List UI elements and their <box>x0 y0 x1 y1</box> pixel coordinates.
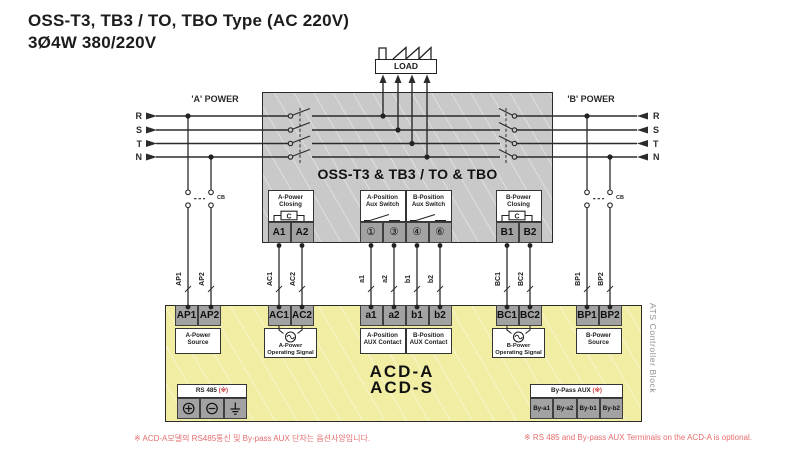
wire-label-ap2: AP2 <box>199 272 206 286</box>
terminal-aux-a1: a1 <box>359 305 383 326</box>
terminal-3: ③ <box>382 222 406 243</box>
phase-label-a-t: T <box>136 138 143 149</box>
phase-label-b-s: S <box>653 125 660 135</box>
terminal-a1: A1 <box>267 222 291 243</box>
title-line1: OSS-T3, TB3 / TO, TBO Type (AC 220V) <box>28 11 350 30</box>
b-power-closing-label: B-Power Closing <box>505 194 532 209</box>
terminal-ac1: AC1 <box>267 305 291 326</box>
wire-label-a2: a2 <box>382 275 389 283</box>
b-power-operating-signal-label: B-Power Operating Signal <box>495 343 542 356</box>
bypass-option-mark: (※) <box>592 387 602 394</box>
terminal-bp1: BP1 <box>575 305 599 326</box>
rs485-earth-ground-terminal <box>223 398 247 419</box>
a-power-source-box: A-Power Source <box>175 328 221 354</box>
terminal-ac2: AC2 <box>290 305 314 326</box>
terminal-bp2: BP2 <box>598 305 622 326</box>
wire-end-dots <box>185 243 613 310</box>
wire-label-bp2: BP2 <box>598 272 605 286</box>
terminal-b1: B1 <box>495 222 519 243</box>
wire-label-a1: a1 <box>359 275 366 283</box>
b-position-aux-contact-box: B-Position AUX Contact <box>405 328 452 354</box>
a-position-aux-switch-label: A-Position Aux Switch <box>365 194 400 209</box>
terminal-by-b1: By-b1 <box>576 398 600 419</box>
phase-label-b-r: R <box>653 111 660 121</box>
phase-label-a-s: S <box>135 125 142 135</box>
controller-model-line2: ACD-S <box>370 377 434 397</box>
wire-label-ticks <box>184 285 614 293</box>
wire-label-ac1: AC1 <box>267 272 274 287</box>
terminal-aux-b1: b1 <box>405 305 429 326</box>
phase-label-a-n: N <box>135 152 143 162</box>
terminal-6: ⑥ <box>428 222 452 243</box>
terminal-bc2: BC2 <box>518 305 542 326</box>
title-line2: 3Ø4W 380/220V <box>28 33 157 52</box>
a-position-aux-contact-label: A-Position AUX Contact <box>363 332 402 347</box>
terminal-aux-a2: a2 <box>382 305 406 326</box>
terminal-ap1: AP1 <box>175 305 198 326</box>
factory-icon <box>378 45 432 60</box>
terminal-4: ④ <box>405 222 429 243</box>
rs485-label: RS 485 <box>195 387 217 394</box>
terminal-by-a2: By-a2 <box>553 398 577 419</box>
a-power-label: 'A' POWER <box>191 94 239 104</box>
wire-label-bp1: BP1 <box>575 272 582 286</box>
wire-label-b2: b2 <box>428 274 435 284</box>
cb-breaker-a <box>185 189 214 209</box>
terminal-1: ① <box>359 222 383 243</box>
load-box: LOAD <box>375 59 437 74</box>
load-arrows <box>379 74 431 83</box>
b-power-closing-box: B-Power Closing <box>495 190 542 222</box>
page-title: OSS-T3, TB3 / TO, TBO Type (AC 220V) 3Ø4… <box>28 10 349 54</box>
rs485-label-box: RS 485 (※) <box>177 384 247 398</box>
wire-label-bc2: BC2 <box>518 272 525 287</box>
a-position-aux-contact-box: A-Position AUX Contact <box>359 328 406 354</box>
phase-label-a-r: R <box>135 111 143 121</box>
note-korean: ※ ACD-A모델의 RS485통신 및 By-pass AUX 단자는 옵션사… <box>134 434 371 443</box>
a-power-operating-signal-label: A-Power Operating Signal <box>267 343 314 356</box>
rs485-minus-terminal <box>200 398 224 419</box>
phase-label-b-t: T <box>653 138 659 149</box>
b-power-operating-signal-box: B-Power Operating Signal <box>492 328 545 358</box>
b-power-label: 'B' POWER <box>567 94 615 104</box>
ats-controller-side-label: ATS Controller Block <box>648 303 658 394</box>
cb-label-a: CB <box>217 195 225 201</box>
b-power-source-label: B-Power Source <box>585 332 612 347</box>
terminal-bc1: BC1 <box>495 305 519 326</box>
cb-label-b: CB <box>616 195 624 201</box>
terminal-aux-b2: b2 <box>428 305 452 326</box>
note-english: ※ RS 485 and By-pass AUX Terminals on th… <box>524 433 753 442</box>
rs485-plus-terminal <box>177 398 201 419</box>
rs485-option-mark: (※) <box>218 387 229 394</box>
controller-model: ACD-A ACD-S <box>302 362 502 397</box>
wire-label-b1: b1 <box>405 274 412 284</box>
phase-label-b-n: N <box>653 152 660 162</box>
b-position-aux-switch-label: B-Position Aux Switch <box>411 194 446 209</box>
a-position-aux-switch-box: A-Position Aux Switch <box>359 190 406 222</box>
b-position-aux-contact-label: B-Position AUX Contact <box>409 332 448 347</box>
bypass-label: By-Pass AUX <box>551 387 591 394</box>
terminal-a2: A2 <box>290 222 314 243</box>
transfer-switch-title: OSS-T3 & TB3 / TO & TBO <box>317 166 498 182</box>
bypass-label-box: By-Pass AUX (※) <box>530 384 623 398</box>
terminal-b2: B2 <box>518 222 542 243</box>
a-power-source-label: A-Power Source <box>185 332 211 347</box>
a-power-operating-signal-box: A-Power Operating Signal <box>264 328 317 358</box>
controller-model-line1: ACD-A <box>369 362 435 381</box>
wire-label-ap1: AP1 <box>176 272 183 286</box>
b-power-source-box: B-Power Source <box>575 328 622 354</box>
terminal-by-b2: By-b2 <box>599 398 623 419</box>
terminal-ap2: AP2 <box>198 305 221 326</box>
terminal-by-a1: By-a1 <box>530 398 554 419</box>
b-position-aux-switch-box: B-Position Aux Switch <box>405 190 452 222</box>
wire-label-ac2: AC2 <box>290 272 297 287</box>
a-power-closing-label: A-Power Closing <box>277 194 304 209</box>
cb-breaker-b <box>584 189 613 209</box>
a-power-closing-box: A-Power Closing <box>267 190 314 222</box>
wire-label-bc1: BC1 <box>495 272 502 287</box>
